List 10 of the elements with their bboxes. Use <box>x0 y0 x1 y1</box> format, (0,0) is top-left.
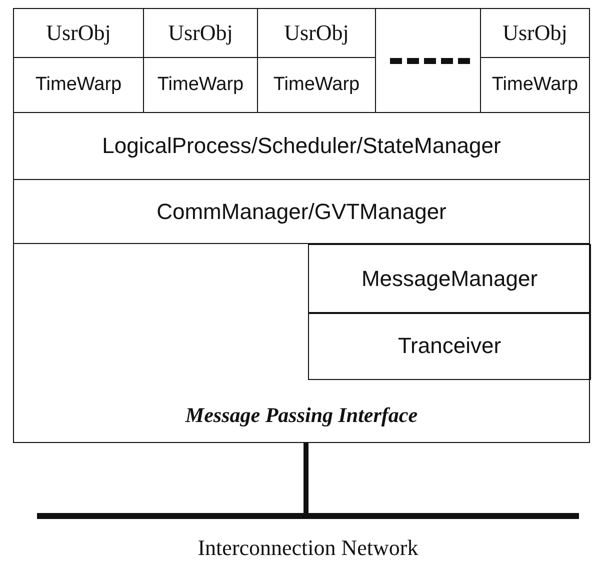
layer-box: LogicalProcess/Scheduler/StateManager <box>13 112 590 180</box>
component-box: UsrObj <box>13 8 144 58</box>
component-box: UsrObj <box>480 8 590 58</box>
layer-box: CommManager/GVTManager <box>13 179 590 244</box>
layer-region <box>13 243 590 443</box>
component-box: Tranceiver <box>308 312 591 380</box>
connector-line <box>304 443 308 513</box>
component-box: MessageManager <box>308 244 591 314</box>
network-label: Interconnection Network <box>198 535 418 561</box>
layer-label: Message Passing Interface <box>185 403 418 428</box>
